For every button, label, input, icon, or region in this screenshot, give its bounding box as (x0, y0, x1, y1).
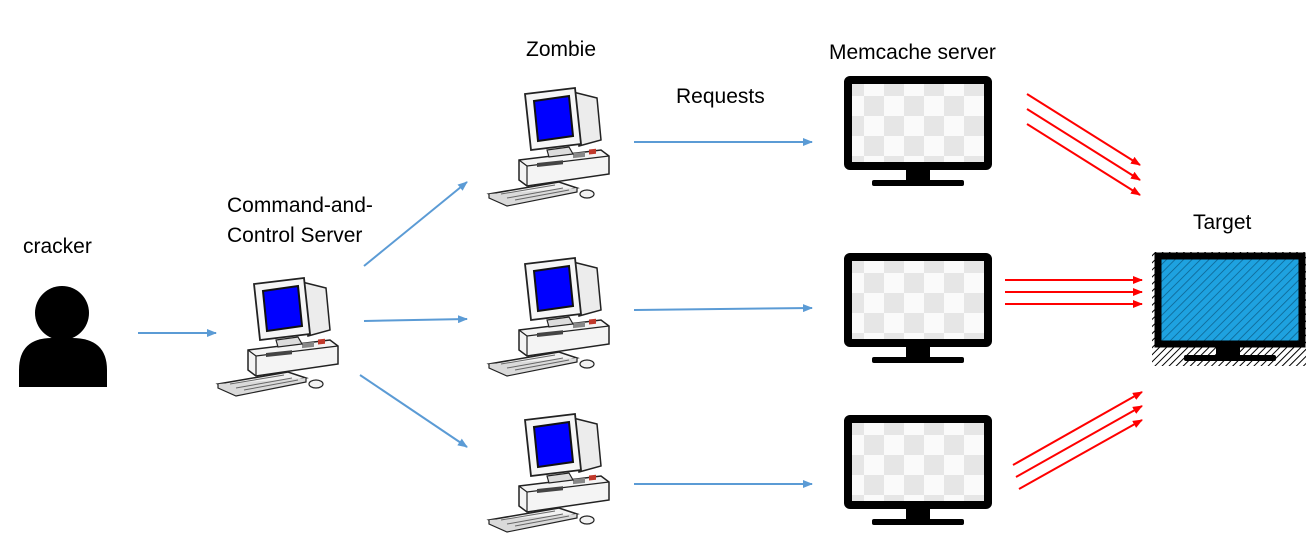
amplified-response-arrow (1026, 93, 1141, 166)
arrow-c2-to-zombie (363, 315, 468, 324)
attack-arrows (1005, 93, 1143, 490)
zombie-computer-icon (488, 257, 610, 377)
arrow-c2-to-zombie (359, 374, 468, 448)
memcache-server-icon (848, 257, 988, 363)
attacker-icon (19, 286, 107, 387)
zombie-label: Zombie (526, 38, 597, 61)
zombie-computer-icon (488, 87, 610, 207)
amplified-response-arrow (1018, 419, 1143, 490)
requests-label: Requests (676, 85, 765, 108)
cracker-label: cracker (23, 235, 92, 258)
request-arrow (633, 304, 813, 313)
arrow-c2-to-zombie (363, 181, 468, 267)
amplified-response-arrow (1026, 108, 1141, 181)
target-monitor-icon (1152, 252, 1306, 366)
c2-label-line1: Command-and- (227, 194, 373, 217)
amplified-response-arrow (1012, 391, 1143, 466)
amplified-response-arrow (1015, 405, 1143, 478)
zombie-computer-icon (488, 413, 610, 533)
memcache-server-icon (848, 419, 988, 525)
c2-server-icon (217, 277, 339, 397)
memcache-label: Memcache server (829, 41, 996, 64)
amplified-response-arrow (1026, 123, 1141, 196)
command-arrows (138, 138, 813, 488)
target-label: Target (1193, 211, 1252, 234)
memcache-server-icon (848, 80, 988, 186)
c2-label-line2: Control Server (227, 224, 363, 247)
